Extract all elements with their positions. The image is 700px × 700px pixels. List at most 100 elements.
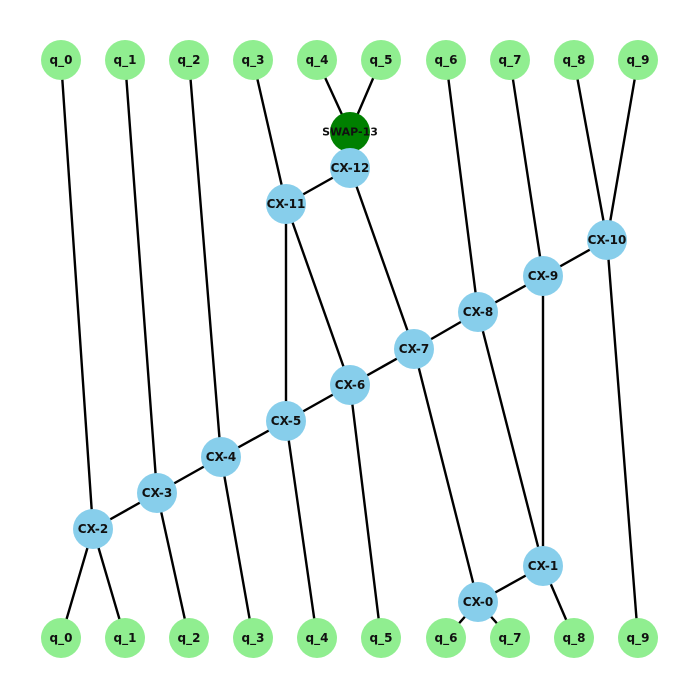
node-in-q9: q_9 <box>618 40 658 80</box>
node-circle <box>233 618 273 658</box>
node-label: CX-7 <box>399 342 429 356</box>
node-label: CX-11 <box>267 197 306 211</box>
edge-cx3-to-out-q2 <box>155 491 191 640</box>
node-circle <box>458 582 498 622</box>
node-circle <box>490 40 530 80</box>
node-circle <box>394 329 434 369</box>
node-cx1: CX-1 <box>523 546 563 586</box>
node-label: q_6 <box>435 631 458 646</box>
node-label: q_4 <box>306 631 329 646</box>
node-cx0: CX-0 <box>458 582 498 622</box>
node-label: q_1 <box>114 53 137 68</box>
node-label: q_8 <box>563 53 586 68</box>
node-circle <box>458 292 498 332</box>
node-label: q_5 <box>370 631 393 646</box>
node-label: q_7 <box>499 631 522 646</box>
node-label: SWAP-13 <box>322 126 378 139</box>
node-out-q0: q_0 <box>41 618 81 658</box>
node-circle <box>618 618 658 658</box>
node-circle <box>426 40 466 80</box>
node-cx3: CX-3 <box>137 473 177 513</box>
node-in-q8: q_8 <box>554 40 594 80</box>
node-label: CX-3 <box>142 486 172 500</box>
edge-cx5-to-out-q4 <box>284 419 319 640</box>
node-cx6: CX-6 <box>330 365 370 405</box>
node-circle <box>105 40 145 80</box>
edge-in-q7-to-cx9 <box>508 58 545 278</box>
node-label: q_5 <box>370 53 393 68</box>
node-circle <box>554 40 594 80</box>
node-in-q3: q_3 <box>233 40 273 80</box>
node-label: CX-9 <box>528 269 558 283</box>
node-circle <box>330 112 370 152</box>
node-out-q7: q_7 <box>490 618 530 658</box>
node-circle <box>523 256 563 296</box>
node-circle <box>618 40 658 80</box>
node-circle <box>330 365 370 405</box>
edge-in-q1-to-cx3 <box>123 58 159 495</box>
node-circle <box>426 618 466 658</box>
node-label: q_4 <box>306 53 329 68</box>
node-label: CX-10 <box>588 233 627 247</box>
edge-cx10-to-out-q9 <box>605 238 640 640</box>
edge-cx4-to-out-q3 <box>219 455 255 640</box>
node-circle <box>490 618 530 658</box>
edge-cx11-to-cx6 <box>284 202 352 387</box>
node-out-q8: q_8 <box>554 618 594 658</box>
node-circle <box>169 618 209 658</box>
node-cx2: CX-2 <box>73 509 113 549</box>
node-cx9: CX-9 <box>523 256 563 296</box>
node-label: CX-0 <box>463 595 493 609</box>
node-in-q5: q_5 <box>361 40 401 80</box>
node-in-q2: q_2 <box>169 40 209 80</box>
edge-in-q8-to-cx10 <box>572 58 609 242</box>
node-in-q7: q_7 <box>490 40 530 80</box>
node-circle <box>554 618 594 658</box>
node-swap13: SWAP-13 <box>322 112 378 152</box>
node-circle <box>73 509 113 549</box>
node-circle <box>330 148 370 188</box>
node-label: q_1 <box>114 631 137 646</box>
edge-in-q0-to-cx2 <box>59 58 95 531</box>
node-circle <box>41 618 81 658</box>
node-label: q_7 <box>499 53 522 68</box>
node-cx7: CX-7 <box>394 329 434 369</box>
edge-in-q9-to-cx10 <box>605 58 640 242</box>
edge-in-q2-to-cx4 <box>187 58 223 459</box>
node-out-q3: q_3 <box>233 618 273 658</box>
node-cx10: CX-10 <box>587 220 627 260</box>
node-out-q1: q_1 <box>105 618 145 658</box>
node-label: q_2 <box>178 53 201 68</box>
node-in-q4: q_4 <box>297 40 337 80</box>
node-circle <box>297 618 337 658</box>
node-cx12: CX-12 <box>330 148 370 188</box>
node-label: q_0 <box>50 53 73 68</box>
edge-cx6-to-out-q5 <box>348 383 383 640</box>
edge-in-q3-to-cx11 <box>251 58 288 206</box>
node-circle <box>266 401 306 441</box>
node-label: q_8 <box>563 631 586 646</box>
node-out-q2: q_2 <box>169 618 209 658</box>
edge-cx12-to-cx7 <box>348 166 416 351</box>
node-label: CX-4 <box>206 450 236 464</box>
node-label: q_9 <box>627 53 650 68</box>
node-in-q0: q_0 <box>41 40 81 80</box>
node-circle <box>201 437 241 477</box>
node-label: CX-8 <box>463 305 493 319</box>
node-label: CX-2 <box>78 522 108 536</box>
node-cx4: CX-4 <box>201 437 241 477</box>
node-label: q_3 <box>242 631 265 646</box>
edge-cx8-to-cx1 <box>476 310 545 568</box>
node-circle <box>105 618 145 658</box>
node-label: q_6 <box>435 53 458 68</box>
node-cx5: CX-5 <box>266 401 306 441</box>
node-circle <box>233 40 273 80</box>
node-label: CX-6 <box>335 378 365 392</box>
node-label: q_0 <box>50 631 73 646</box>
node-circle <box>266 184 306 224</box>
node-label: q_9 <box>627 631 650 646</box>
node-circle <box>169 40 209 80</box>
node-out-q5: q_5 <box>361 618 401 658</box>
node-circle <box>137 473 177 513</box>
